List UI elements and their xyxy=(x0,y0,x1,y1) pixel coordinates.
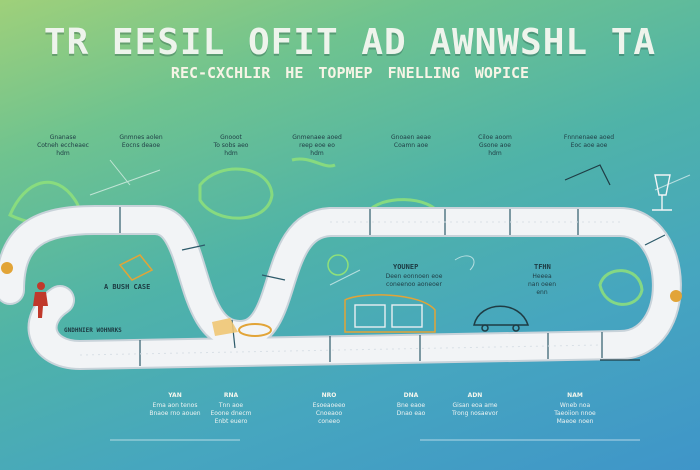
right-loop-text: Heeea nan oeen enn xyxy=(527,273,557,296)
left-loop-sublabel: GNDHNIER WOHNRKS xyxy=(64,327,122,334)
lower-note-text-6: Wneb noa Taeoiion nnoe Maeoe noen xyxy=(554,402,596,425)
top-note-5: Gnoaen aeae Coamn aoe xyxy=(391,134,431,149)
top-note-1: Gnanase Cotneh eccheaec hdm xyxy=(37,134,89,157)
lower-note-title-1: YAN xyxy=(168,392,182,399)
lower-note-title-6: NAM xyxy=(567,392,583,399)
center-loop-text: Deen eonnoen eoe coneenoo aoneoer xyxy=(385,273,443,288)
person-icon xyxy=(33,282,48,318)
lower-note-title-5: ADN xyxy=(467,392,483,399)
top-note-7: Fnnnenaee aoed Eoc aoe aoe xyxy=(563,134,615,149)
lower-note-title-3: NRO xyxy=(321,392,337,399)
vehicle-icon xyxy=(473,305,530,332)
page-title: TR EESIL OFIT AD AWNWSHL TA xyxy=(43,22,657,63)
page-subtitle: REC-CXCHLIR HE TOPMEP FNELLING WOPICE xyxy=(170,64,530,82)
center-loop-title: YOUNEP xyxy=(393,263,419,271)
top-note-3: Gnooot To sobs aeo hdm xyxy=(213,134,249,157)
top-note-2: Gnmnes aolen Eocns deaoe xyxy=(119,134,163,149)
right-loop-title: TFHN xyxy=(534,263,551,271)
target-icon xyxy=(118,254,436,333)
lower-note-text-1: Ema aon tenos Bnaoe rno aouen xyxy=(149,402,201,417)
lamp-icon xyxy=(652,174,672,211)
lower-note-title-2: RNA xyxy=(223,392,239,399)
lower-note-title-4: DNA xyxy=(403,392,419,399)
laptop-icon xyxy=(354,304,423,328)
lower-note-text-4: Bne eaoe Dnao eao xyxy=(396,402,426,417)
lower-note-text-2: Tnn aoe Eoone dnecm Enbt euero xyxy=(210,402,252,425)
lower-note-text-3: Esoeaoeeo Cnoeaoo coneeo xyxy=(312,402,346,425)
top-note-6: Ciloe aoom Gsone aoe hdm xyxy=(478,134,512,157)
checkpoint-icon xyxy=(1,262,682,337)
top-note-4: Gnmenaee aoed reep eoe eo hdm xyxy=(292,134,342,157)
lower-note-text-5: Gisan eoa ame Trong nosaevor xyxy=(452,402,498,417)
left-loop-label: A BUSH CASE xyxy=(104,283,151,291)
